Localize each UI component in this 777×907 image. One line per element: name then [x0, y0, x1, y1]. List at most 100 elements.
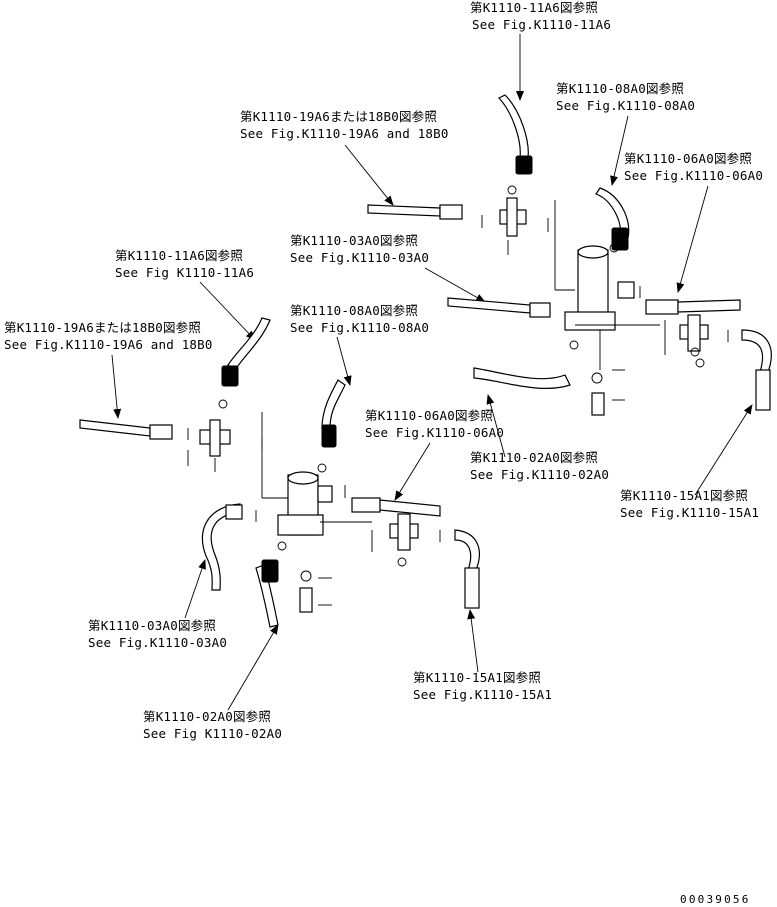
- callout-en: See Fig.K1110-02A0: [470, 467, 609, 482]
- o-ring: [507, 185, 517, 195]
- leader-arrow: [424, 267, 486, 303]
- leader-arrow: [694, 404, 753, 496]
- callout-12[interactable]: 第K1110-03A0図参照 See Fig.K1110-03A0: [88, 618, 227, 650]
- o-ring: [277, 541, 287, 551]
- leader-arrow: [610, 115, 629, 186]
- callout-jp: 第K1110-06A0図参照: [624, 151, 752, 166]
- callout-jp: 第K1110-19A6または18B0図参照: [4, 320, 201, 335]
- hose-fitting: [439, 204, 463, 220]
- callout-en: See Fig.K1110-15A1: [413, 687, 552, 702]
- callout-14[interactable]: 第K1110-02A0図参照 See Fig K1110-02A0: [143, 709, 282, 741]
- hose-fitting: [149, 424, 173, 440]
- hose-03a0-upper: [447, 297, 531, 314]
- leader-lines: [111, 34, 753, 711]
- drawing-number: 00039056: [680, 893, 751, 906]
- hose-02a0-upper: [473, 367, 571, 389]
- hose-03a0-lower: [201, 503, 241, 591]
- bolt: [299, 587, 313, 613]
- hose-15a1-upper: [741, 329, 772, 373]
- callout-en: See Fig.K1110-15A1: [620, 505, 759, 520]
- leader-arrow: [344, 144, 394, 206]
- callout-jp: 第K1110-08A0図参照: [290, 303, 418, 318]
- valve-top: [577, 245, 609, 259]
- callout-jp: 第K1110-19A6または18B0図参照: [240, 109, 437, 124]
- leader-arrow: [676, 185, 709, 293]
- hose-19a6-lower: [79, 419, 151, 437]
- hose-19a6-upper: [367, 204, 441, 217]
- callout-en: See Fig.K1110-11A6: [472, 17, 611, 32]
- hose-fitting: [225, 504, 243, 520]
- valve-top: [287, 471, 319, 485]
- bolt: [591, 392, 605, 416]
- o-ring: [569, 340, 579, 350]
- hose-fitting: [529, 302, 551, 318]
- callout-jp: 第K1110-15A1図参照: [620, 488, 748, 503]
- callout-jp: 第K1110-03A0図参照: [88, 618, 216, 633]
- callout-jp: 第K1110-15A1図参照: [413, 670, 541, 685]
- hose-fitting: [321, 424, 337, 448]
- callout-en: See Fig.K1110-19A6 and 18B0: [4, 337, 213, 352]
- callout-en: See Fig.K1110-08A0: [556, 98, 695, 113]
- lower-assembly: [79, 317, 480, 628]
- callout-en: See Fig.K1110-08A0: [290, 320, 429, 335]
- callout-en: See Fig.K1110-03A0: [290, 250, 429, 265]
- callout-7[interactable]: 第K1110-08A0図参照 See Fig.K1110-08A0: [290, 303, 429, 335]
- elbow-fitting-body: [209, 419, 221, 457]
- callout-8[interactable]: 第K1110-19A6または18B0図参照 See Fig.K1110-19A6…: [4, 320, 213, 352]
- o-ring: [397, 557, 407, 567]
- o-ring: [218, 399, 228, 409]
- hose-fitting: [611, 227, 629, 251]
- callout-jp: 第K1110-06A0図参照: [365, 408, 493, 423]
- valve-port: [317, 485, 333, 503]
- callout-en: See Fig K1110-02A0: [143, 726, 282, 741]
- tee-fitting-body: [397, 513, 411, 551]
- callout-1[interactable]: 第K1110-11A6図参照 See Fig.K1110-11A6: [470, 0, 611, 32]
- callout-en: See Fig.K1110-06A0: [365, 425, 504, 440]
- callout-5[interactable]: 第K1110-03A0図参照 See Fig.K1110-03A0: [290, 233, 429, 265]
- callout-6[interactable]: 第K1110-11A6図参照 See Fig K1110-11A6: [115, 248, 254, 280]
- hose-06a0-lower: [379, 499, 441, 517]
- o-ring: [609, 243, 619, 253]
- elbow-fitting-body: [506, 197, 518, 237]
- leader-arrow: [227, 624, 279, 711]
- leader-arrow: [336, 336, 352, 386]
- callout-jp: 第K1110-11A6図参照: [115, 248, 243, 263]
- hose-06a0-upper: [677, 299, 741, 313]
- callout-3[interactable]: 第K1110-19A6または18B0図参照 See Fig.K1110-19A6…: [240, 109, 449, 141]
- callout-4[interactable]: 第K1110-06A0図参照 See Fig.K1110-06A0: [624, 151, 763, 183]
- hose-11a6-upper: [498, 94, 529, 159]
- hose-08a0-lower: [321, 379, 346, 429]
- callout-10[interactable]: 第K1110-02A0図参照 See Fig.K1110-02A0: [470, 450, 609, 482]
- leader-arrow: [111, 354, 122, 419]
- callout-jp: 第K1110-08A0図参照: [556, 81, 684, 96]
- washer: [300, 570, 312, 582]
- hose-02a0-lower: [255, 564, 279, 628]
- callout-13[interactable]: 第K1110-15A1図参照 See Fig.K1110-15A1: [413, 670, 552, 702]
- valve-base: [564, 311, 616, 331]
- callout-en: See Fig K1110-11A6: [115, 265, 254, 280]
- hose-15a1-upper-body: [755, 369, 771, 411]
- hose-11a6-lower: [227, 317, 271, 371]
- callout-jp: 第K1110-02A0図参照: [470, 450, 598, 465]
- leader-arrow: [199, 281, 256, 341]
- hose-15a1-lower-body: [464, 567, 480, 609]
- o-ring: [695, 358, 705, 368]
- leader-arrow: [486, 394, 506, 458]
- callout-11[interactable]: 第K1110-15A1図参照 See Fig.K1110-15A1: [620, 488, 759, 520]
- callout-9[interactable]: 第K1110-06A0図参照 See Fig.K1110-06A0: [365, 408, 504, 440]
- leader-arrow: [394, 442, 431, 501]
- callout-jp: 第K1110-02A0図参照: [143, 709, 271, 724]
- hose-fitting: [261, 559, 279, 583]
- o-ring: [690, 347, 700, 357]
- o-ring: [317, 463, 327, 473]
- callout-en: See Fig.K1110-19A6 and 18B0: [240, 126, 449, 141]
- callout-en: See Fig.K1110-03A0: [88, 635, 227, 650]
- leader-arrow: [467, 609, 479, 673]
- valve-base: [277, 514, 324, 536]
- callout-2[interactable]: 第K1110-08A0図参照 See Fig.K1110-08A0: [556, 81, 695, 113]
- callout-en: See Fig.K1110-06A0: [624, 168, 763, 183]
- leader-arrow: [184, 559, 206, 619]
- tee-fitting-body: [687, 314, 701, 352]
- hose-fitting: [515, 155, 533, 175]
